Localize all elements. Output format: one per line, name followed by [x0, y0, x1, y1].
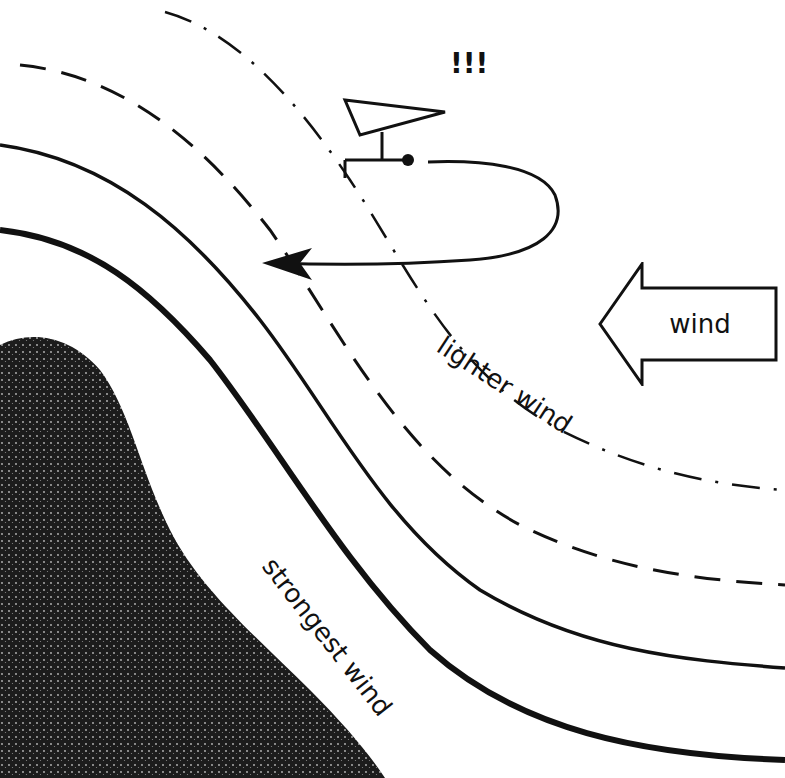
streamline	[20, 65, 785, 585]
wind-label: lighter wind	[433, 332, 576, 438]
flight-path	[272, 162, 558, 265]
wind-arrow: wind	[598, 262, 778, 386]
arrow-label: wind	[598, 309, 778, 339]
streamline	[165, 12, 785, 490]
exclamation-note: !!!	[450, 50, 488, 78]
arrow-head	[262, 248, 312, 280]
streamline	[0, 145, 785, 668]
glider-symbol	[345, 100, 445, 178]
land-mass	[0, 337, 385, 778]
streamline	[0, 230, 785, 760]
